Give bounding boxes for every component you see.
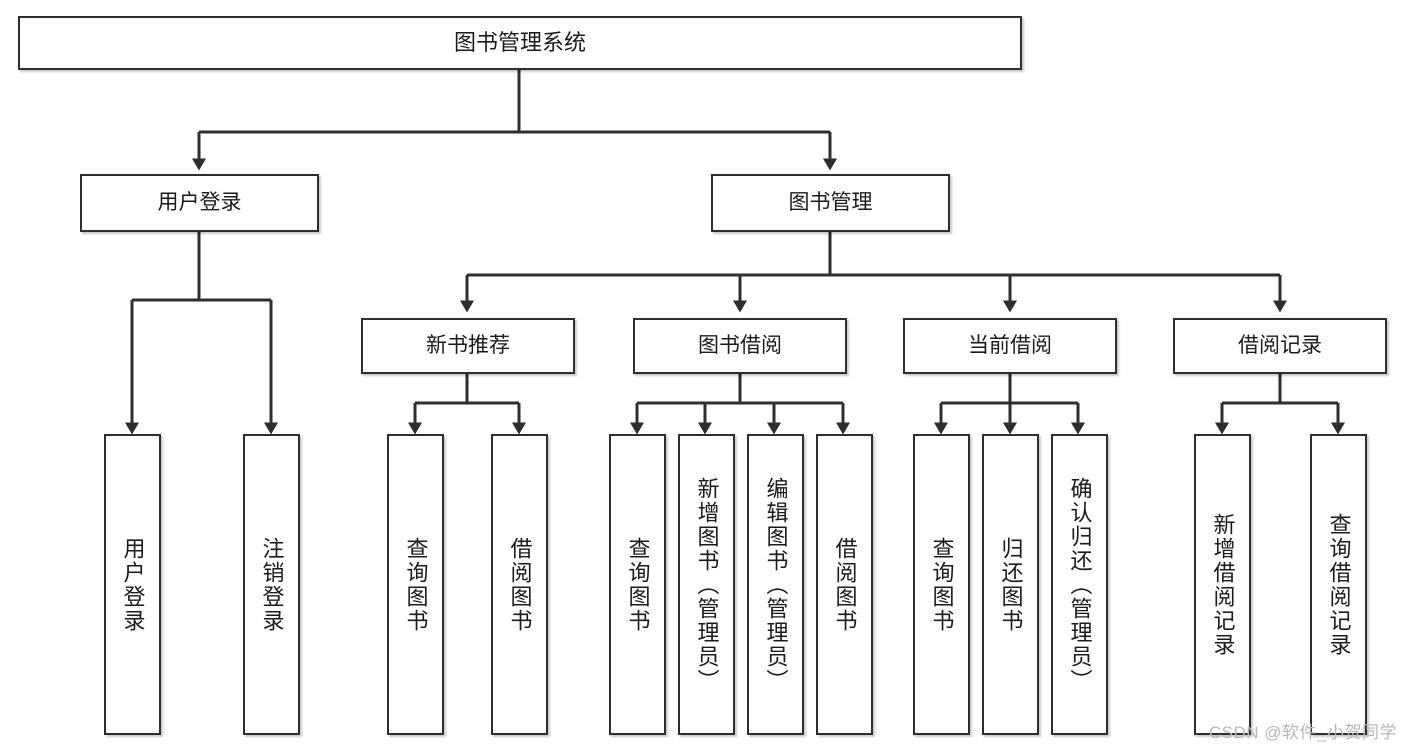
leaf-query-book-current-label: 查询图书 — [929, 536, 955, 633]
node-root-system[interactable]: 图书管理系统 — [18, 16, 1022, 70]
node-current-borrowing-label: 当前借阅 — [968, 333, 1052, 357]
leaf-return-book[interactable]: 归还图书 — [982, 434, 1039, 735]
leaf-borrow-book-borrowing[interactable]: 借阅图书 — [816, 434, 873, 735]
node-book-borrowing-label: 图书借阅 — [698, 333, 782, 357]
leaf-logout-label: 注销登录 — [259, 536, 285, 633]
node-book-management[interactable]: 图书管理 — [711, 174, 950, 232]
node-user-login-label: 用户登录 — [157, 190, 242, 214]
leaf-query-borrow-record-label: 查询借阅记录 — [1326, 512, 1352, 657]
leaf-query-book-borrowing[interactable]: 查询图书 — [609, 434, 666, 735]
node-user-login[interactable]: 用户登录 — [80, 174, 319, 232]
leaf-confirm-return-admin[interactable]: 确认归还（管理员） — [1051, 434, 1108, 735]
leaf-query-borrow-record[interactable]: 查询借阅记录 — [1310, 434, 1367, 735]
node-current-borrowing[interactable]: 当前借阅 — [903, 318, 1117, 374]
csdn-watermark: CSDN @软件_小贺同学 — [1208, 723, 1397, 742]
leaf-confirm-return-admin-label: 确认归还（管理员） — [1067, 476, 1093, 693]
leaf-user-login[interactable]: 用户登录 — [104, 434, 161, 735]
node-book-management-label: 图书管理 — [788, 190, 873, 214]
leaf-borrow-book-borrowing-label: 借阅图书 — [832, 536, 858, 633]
leaf-add-book-admin[interactable]: 新增图书（管理员） — [678, 434, 735, 735]
leaf-edit-book-admin-label: 编辑图书（管理员） — [763, 476, 789, 693]
leaf-add-book-admin-label: 新增图书（管理员） — [694, 476, 720, 693]
leaf-edit-book-admin[interactable]: 编辑图书（管理员） — [747, 434, 804, 735]
node-borrowing-records-label: 借阅记录 — [1238, 333, 1322, 357]
leaf-query-book-recommend[interactable]: 查询图书 — [387, 434, 444, 735]
leaf-query-book-recommend-label: 查询图书 — [403, 536, 429, 633]
node-new-book-recommendation[interactable]: 新书推荐 — [361, 318, 575, 374]
leaf-return-book-label: 归还图书 — [998, 536, 1024, 633]
leaf-add-borrow-record[interactable]: 新增借阅记录 — [1194, 434, 1251, 735]
node-borrowing-records[interactable]: 借阅记录 — [1173, 318, 1387, 374]
leaf-borrow-book-recommend-label: 借阅图书 — [507, 536, 533, 633]
node-new-book-recommendation-label: 新书推荐 — [426, 333, 510, 357]
leaf-logout[interactable]: 注销登录 — [243, 434, 300, 735]
node-book-borrowing[interactable]: 图书借阅 — [633, 318, 847, 374]
leaf-query-book-borrowing-label: 查询图书 — [625, 536, 651, 633]
leaf-borrow-book-recommend[interactable]: 借阅图书 — [491, 434, 548, 735]
node-root-system-label: 图书管理系统 — [453, 30, 586, 56]
leaf-user-login-label: 用户登录 — [120, 536, 146, 633]
leaf-add-borrow-record-label: 新增借阅记录 — [1210, 512, 1236, 657]
leaf-query-book-current[interactable]: 查询图书 — [913, 434, 970, 735]
